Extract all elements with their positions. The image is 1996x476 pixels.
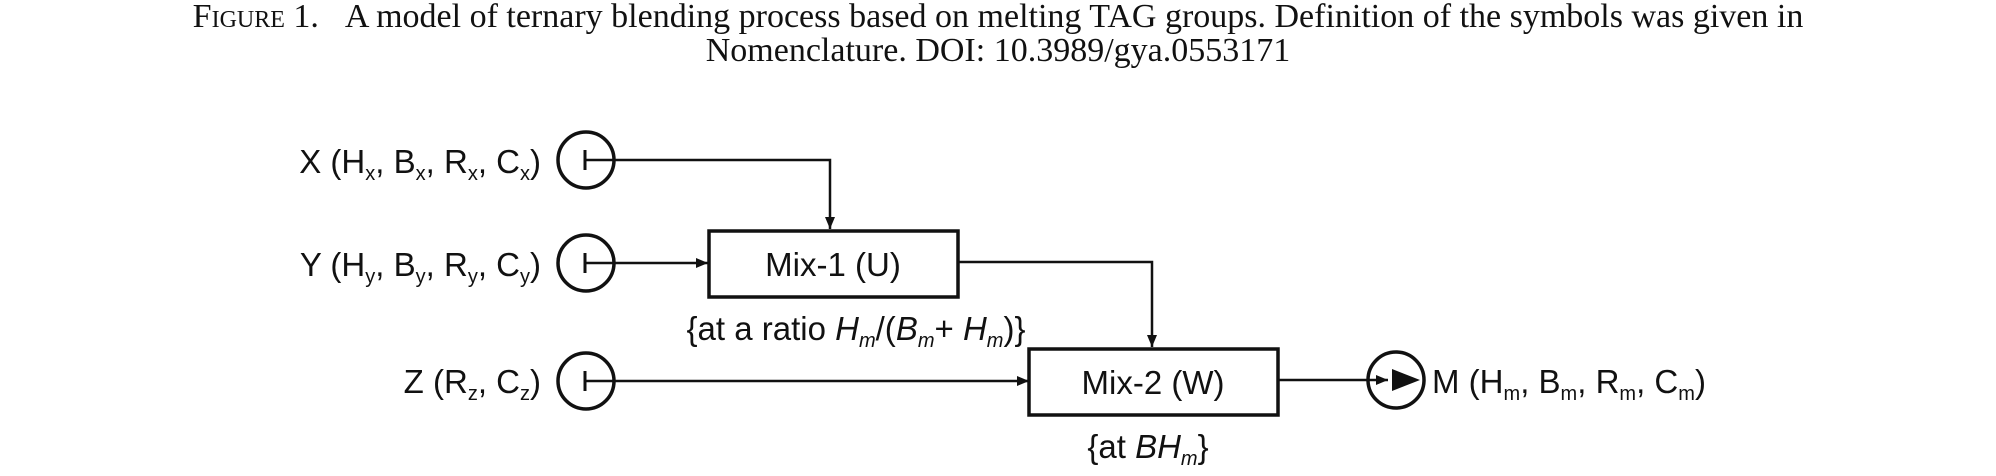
output-m-label: M (Hm, Bm, Rm, Cm)	[1432, 363, 1706, 405]
arrow-mix1-to-mix2	[958, 260, 1157, 347]
mix2-label: Mix-2 (W)	[1082, 364, 1225, 401]
mix2-box	[1027, 347, 1280, 417]
mix2-condition: {at BHm}	[1087, 428, 1208, 470]
input-z-label: Z (Rz, Cz)	[404, 363, 541, 405]
caption-line-1: Figure 1. A model of ternary blending pro…	[0, 0, 1996, 34]
mix1-label: Mix-1 (U)	[765, 246, 901, 283]
mix1-condition: {at a ratio Hm/(Bm+ Hm)}	[687, 310, 1026, 352]
input-y-label: Y (Hy, By, Ry, Cy)	[300, 246, 541, 288]
mix1-box	[707, 229, 960, 299]
input-x-label: X (Hx, Bx, Rx, Cx)	[299, 143, 541, 185]
output-sink-icon	[1366, 350, 1426, 410]
figure-label: Figure 1.	[192, 0, 319, 35]
figure-caption: Figure 1. A model of ternary blending pro…	[0, 0, 1996, 68]
arrow-x-to-mix1	[586, 158, 835, 229]
caption-text-1: A model of ternary blending process base…	[344, 0, 1804, 35]
caption-line-2: Nomenclature. DOI: 10.3989/gya.0553171	[705, 32, 1291, 69]
